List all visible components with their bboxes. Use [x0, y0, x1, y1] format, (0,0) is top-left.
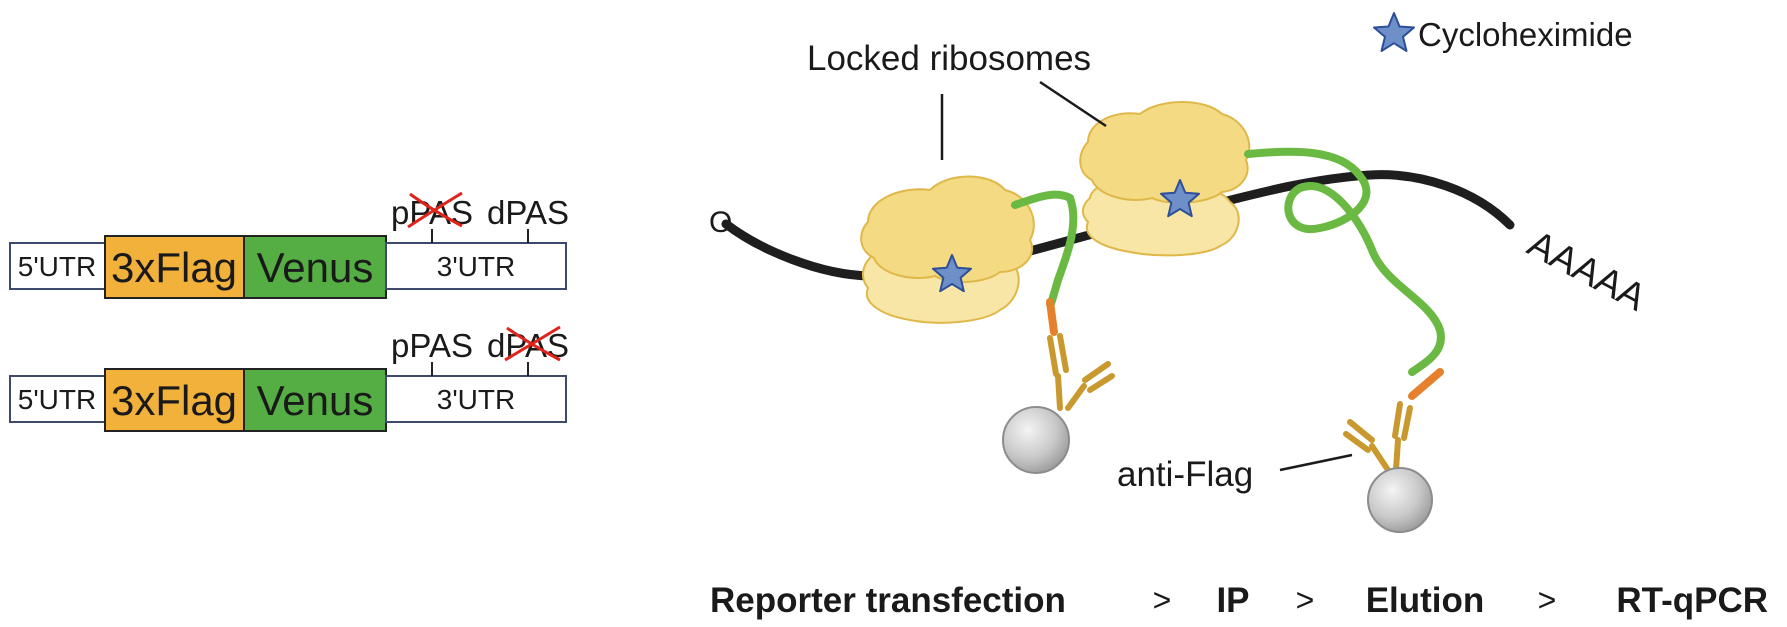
construct-ppas-mutated: 5'UTR 3xFlag Venus 3'UTR pPAS dPAS	[9, 191, 569, 299]
ribosome-leader-line	[1039, 80, 1107, 128]
antibody-arm	[1057, 333, 1069, 373]
antibody-arm	[1401, 405, 1413, 441]
utr5-label: 5'UTR	[18, 251, 96, 282]
flag-box	[104, 368, 245, 432]
star-icon	[1160, 179, 1200, 218]
utr3-box	[385, 375, 567, 423]
antibody-stem	[1393, 437, 1401, 473]
workflow-arrow: >	[1538, 582, 1557, 618]
venus-label: Venus	[257, 377, 374, 424]
star-icon	[1373, 12, 1415, 52]
legend: Cycloheximide	[1373, 12, 1633, 53]
flag-label: 3xFlag	[111, 377, 237, 424]
ribosome-large-subunit	[1079, 101, 1251, 204]
utr5-box	[9, 375, 106, 423]
antibody-bead-1	[1047, 333, 1115, 411]
antibody-bead-2	[1343, 401, 1413, 473]
venus-label: Venus	[257, 244, 374, 291]
legend-label: Cycloheximide	[1418, 16, 1633, 53]
bead	[1002, 406, 1070, 474]
antibody-label: anti-Flag	[1117, 455, 1253, 494]
antibody-stem	[1065, 383, 1087, 411]
antibody-arm	[1347, 419, 1375, 443]
workflow-step: Elution	[1366, 581, 1485, 620]
workflow-step: Reporter transfection	[710, 581, 1066, 620]
antibody-arm	[1047, 335, 1059, 377]
star-icon	[932, 254, 972, 293]
utr3-label: 3'UTR	[437, 251, 515, 282]
ribosome-label: Locked ribosomes	[807, 39, 1091, 78]
ribosome-2	[1079, 101, 1251, 257]
mutation-cross-icon	[407, 191, 463, 229]
workflow-step: RT-qPCR	[1616, 581, 1768, 620]
utr5-box	[9, 242, 106, 290]
antibody-arm	[1343, 431, 1371, 453]
flag-tag	[1046, 298, 1058, 336]
venus-box	[243, 235, 387, 299]
flag-box	[104, 235, 245, 299]
bead	[1367, 467, 1433, 533]
antibody-leader-line	[1279, 453, 1353, 472]
utr3-label: 3'UTR	[437, 384, 515, 415]
ribosome-1	[860, 175, 1035, 324]
workflow: Reporter transfection > IP > Elution > R…	[710, 581, 1768, 620]
dpas-label: dPAS	[487, 194, 569, 231]
antibody-arm	[1087, 373, 1115, 393]
ribosome-large-subunit	[860, 175, 1035, 283]
antibody-stem	[1055, 373, 1063, 411]
antibody-stem	[1369, 443, 1391, 473]
ppas-label: pPAS	[391, 327, 473, 364]
antibody-arm	[1082, 361, 1111, 383]
workflow-step: IP	[1216, 581, 1249, 620]
workflow-arrow: >	[1296, 582, 1315, 618]
utr3-box	[385, 242, 567, 290]
flag-label: 3xFlag	[111, 244, 237, 291]
mutation-cross-icon	[504, 325, 561, 362]
nascent-peptide	[1244, 147, 1445, 376]
construct-dpas-mutated: 5'UTR 3xFlag Venus 3'UTR pPAS dPAS	[9, 325, 569, 432]
flag-tag	[1408, 368, 1444, 400]
schematic: O AAAAA	[709, 39, 1653, 533]
utr5-label: 5'UTR	[18, 384, 96, 415]
polya-label: AAAAA	[1521, 223, 1653, 320]
antibody-arm	[1392, 401, 1403, 439]
workflow-arrow: >	[1153, 582, 1172, 618]
cap-label: O	[709, 206, 732, 239]
